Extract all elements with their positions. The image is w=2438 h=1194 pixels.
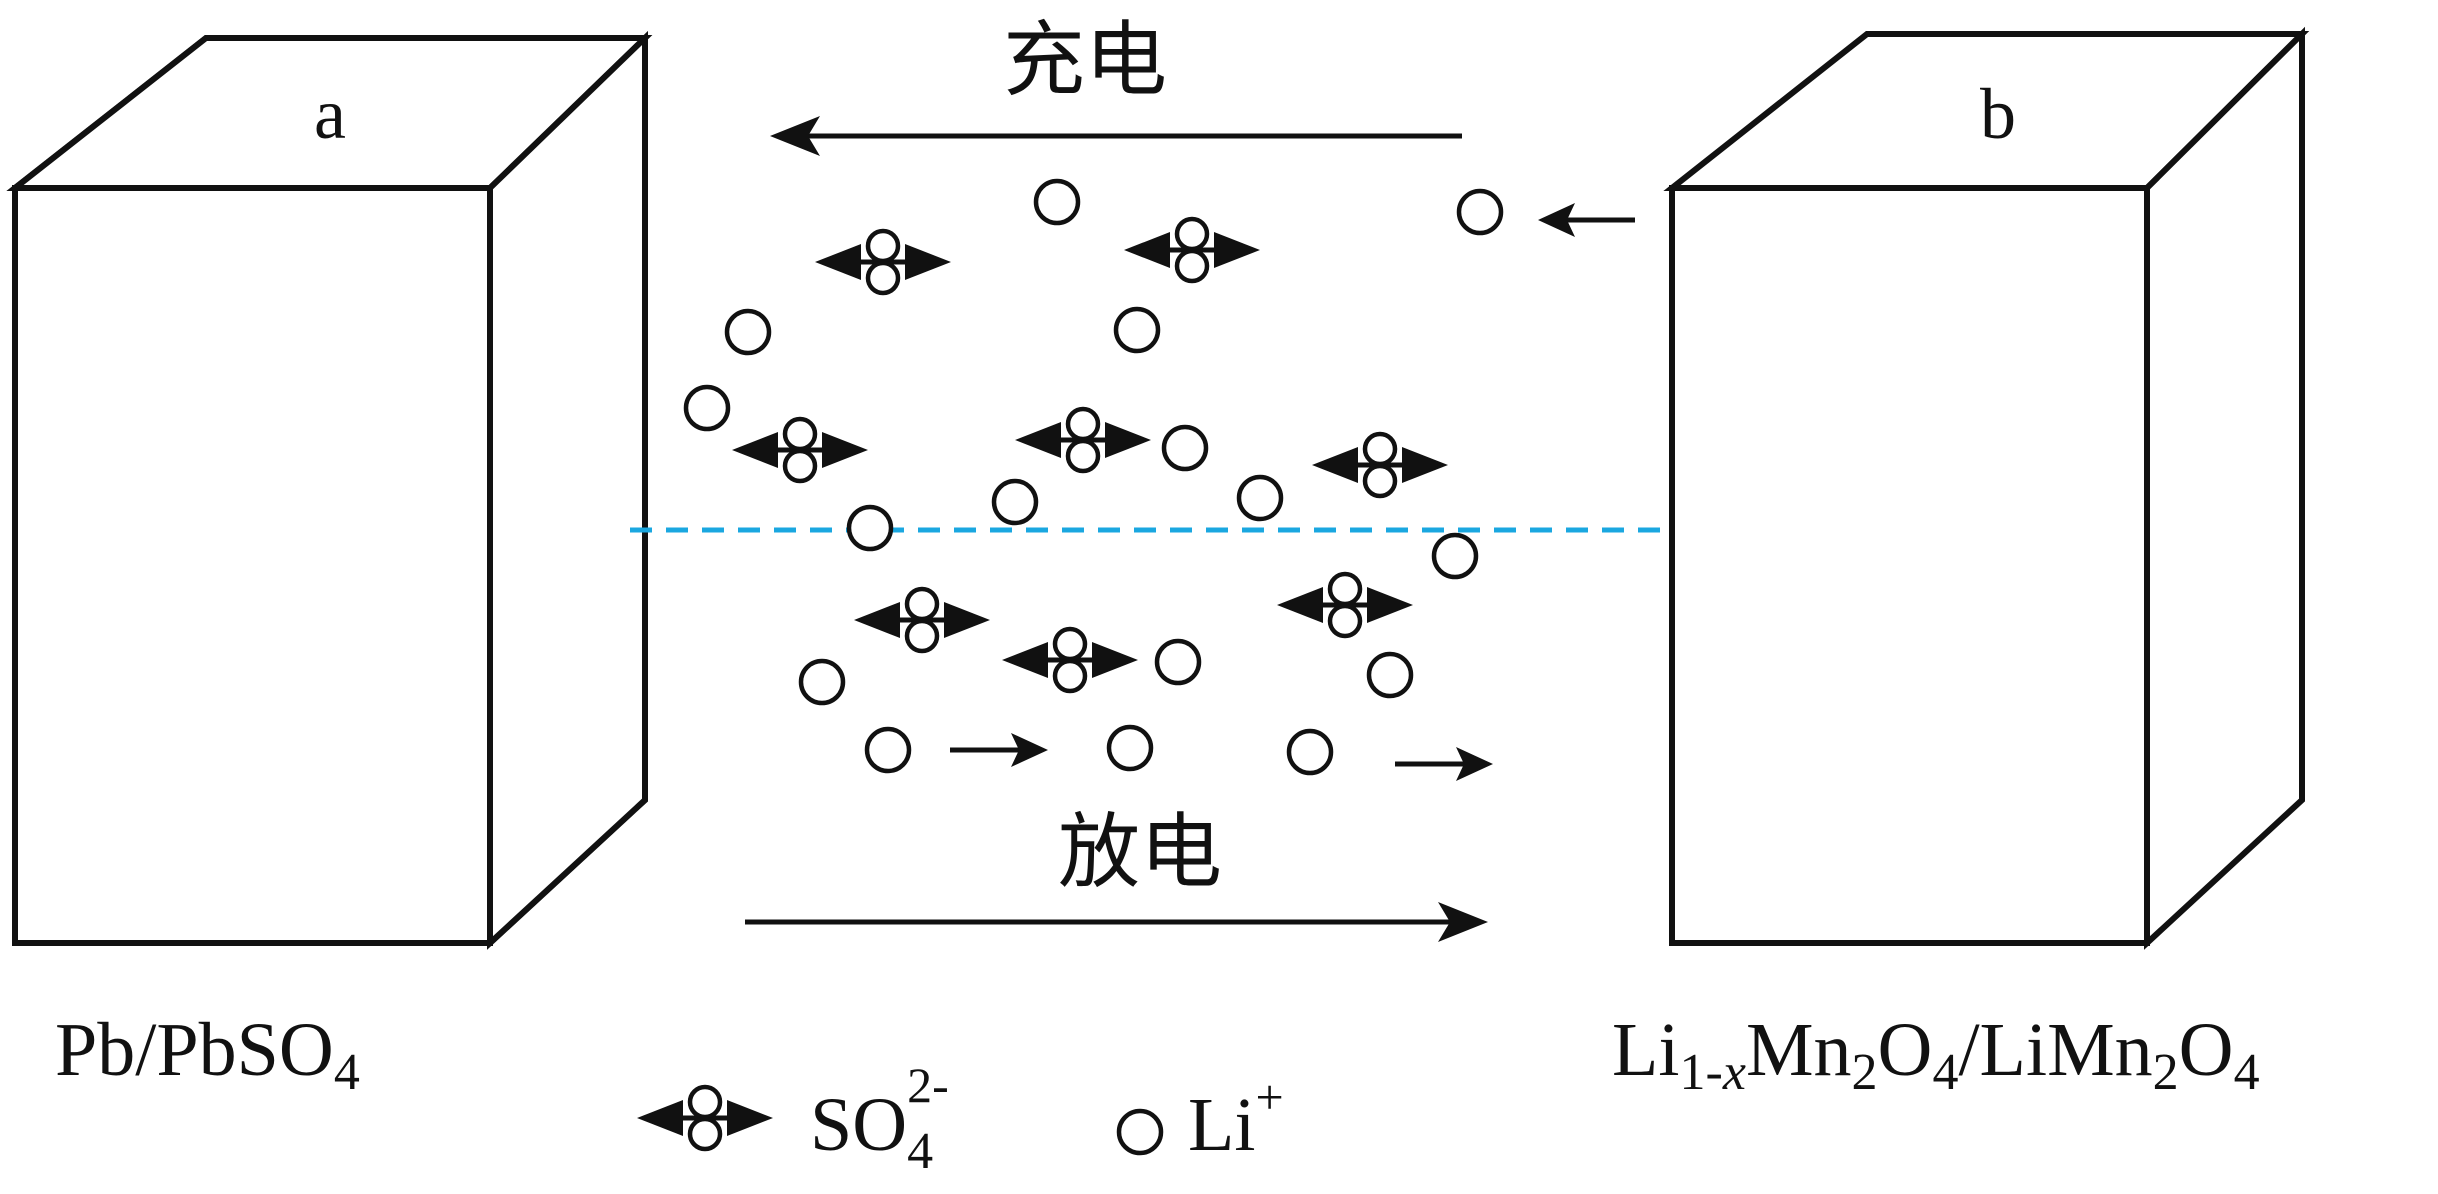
lithium-ion — [1239, 477, 1281, 519]
electrode-b-material: Li1-xMn2O4/LiMn2O4 — [1612, 1008, 2260, 1101]
lithium-ion — [1369, 654, 1411, 696]
legend-sulfate-label: SO42- — [810, 1057, 949, 1180]
lithium-ion — [1116, 309, 1158, 351]
legend-lithium-label: Li+ — [1188, 1069, 1284, 1167]
discharge-arrow: 放电 — [745, 805, 1488, 942]
sulfate-ion — [1312, 434, 1448, 496]
lithium-ion — [1157, 641, 1199, 683]
lithium-ion — [801, 661, 843, 703]
sulfate-ion — [854, 589, 990, 651]
electrode-b-letter: b — [1980, 74, 2016, 154]
sulfate-ion — [815, 231, 951, 293]
lithium-ion — [1109, 727, 1151, 769]
sulfate-ion — [1002, 629, 1138, 691]
sulfate-ion — [732, 419, 868, 481]
electrode-a-material: Pb/PbSO4 — [55, 1008, 360, 1101]
lithium-ion — [1289, 731, 1331, 773]
lithium-ion — [686, 387, 728, 429]
lithium-ion — [727, 311, 769, 353]
discharge-label: 放电 — [1058, 805, 1222, 900]
electrode-a-letter: a — [314, 74, 346, 154]
charge-arrow: 充电 — [770, 13, 1462, 156]
electrode-b: b — [1663, 26, 2310, 950]
electrode-a: a — [6, 30, 653, 950]
legend-lithium-icon — [1119, 1111, 1161, 1153]
lithium-ion — [1164, 427, 1206, 469]
legend-sulfate-icon — [637, 1087, 773, 1149]
lithium-ion — [849, 507, 891, 549]
charge-label: 充电 — [1003, 13, 1167, 108]
legend: SO42- Li+ — [637, 1057, 1284, 1180]
sulfate-ion — [1015, 409, 1151, 471]
sulfate-ions — [732, 219, 1448, 691]
lithium-ion — [1036, 181, 1078, 223]
small-arrows — [950, 203, 1635, 781]
lithium-ion — [1434, 535, 1476, 577]
sulfate-ion — [1277, 574, 1413, 636]
lithium-ion — [994, 481, 1036, 523]
lithium-ion — [1459, 191, 1501, 233]
sulfate-ion — [1124, 219, 1260, 281]
lithium-ion — [867, 729, 909, 771]
